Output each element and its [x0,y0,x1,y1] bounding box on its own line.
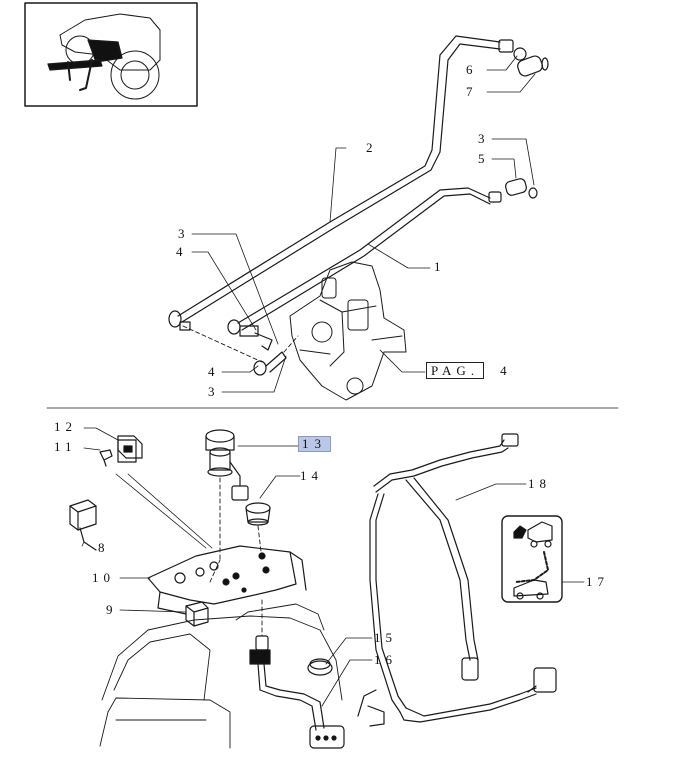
page-reference-number: 4 [500,363,512,378]
callout-11: 11 [54,439,77,454]
leader-lines-bottom [81,427,585,707]
callout-6: 6 [466,62,478,77]
callout-8: 8 [98,540,110,555]
selector-knob-13 [205,429,249,501]
callout-3-left: 3 [178,226,190,241]
assembly-lines-top [182,325,299,363]
page-reference-label: PAG. [426,362,485,379]
callout-3-lower: 3 [208,384,220,399]
callout-13: 13 [298,436,331,452]
assembly-lines-bottom [209,477,263,637]
callout-9: 9 [106,602,118,617]
pictogram-plate-17 [501,515,563,603]
callout-4-left: 4 [176,244,188,259]
callout-17: 17 [586,574,609,589]
dashboard-panel-10 [147,545,307,615]
pipe-1 [237,187,491,331]
page-reference: PAG. 4 [426,362,512,379]
harness-16 [249,635,345,749]
relay-9 [185,601,209,627]
callout-16: 16 [374,652,397,667]
cap-14 [245,502,271,526]
callout-12: 12 [54,419,77,434]
callout-5: 5 [478,151,490,166]
tractor-inset-thumbnail [24,2,198,107]
fitting-3-5 [488,178,538,203]
clip-15 [307,658,333,676]
callout-10: 10 [92,570,115,585]
callout-2: 2 [366,140,378,155]
callout-7: 7 [466,84,478,99]
transmission-housing [289,261,407,401]
pipe-2 [177,35,501,323]
callout-4-lower: 4 [208,364,220,379]
cab-outline [99,603,343,749]
callout-18: 18 [528,476,551,491]
callout-3-upper-right: 3 [478,131,490,146]
fitting-6-7 [498,39,549,77]
switch-12 [117,435,143,463]
callout-1: 1 [434,259,446,274]
pipe-end-fitting-left [168,310,287,376]
callout-15: 15 [374,630,397,645]
relay-8 [69,499,97,551]
leader-lines-top [191,55,536,393]
bulb-11 [99,449,113,467]
harness-18 [357,433,557,727]
callout-14: 14 [300,468,323,483]
